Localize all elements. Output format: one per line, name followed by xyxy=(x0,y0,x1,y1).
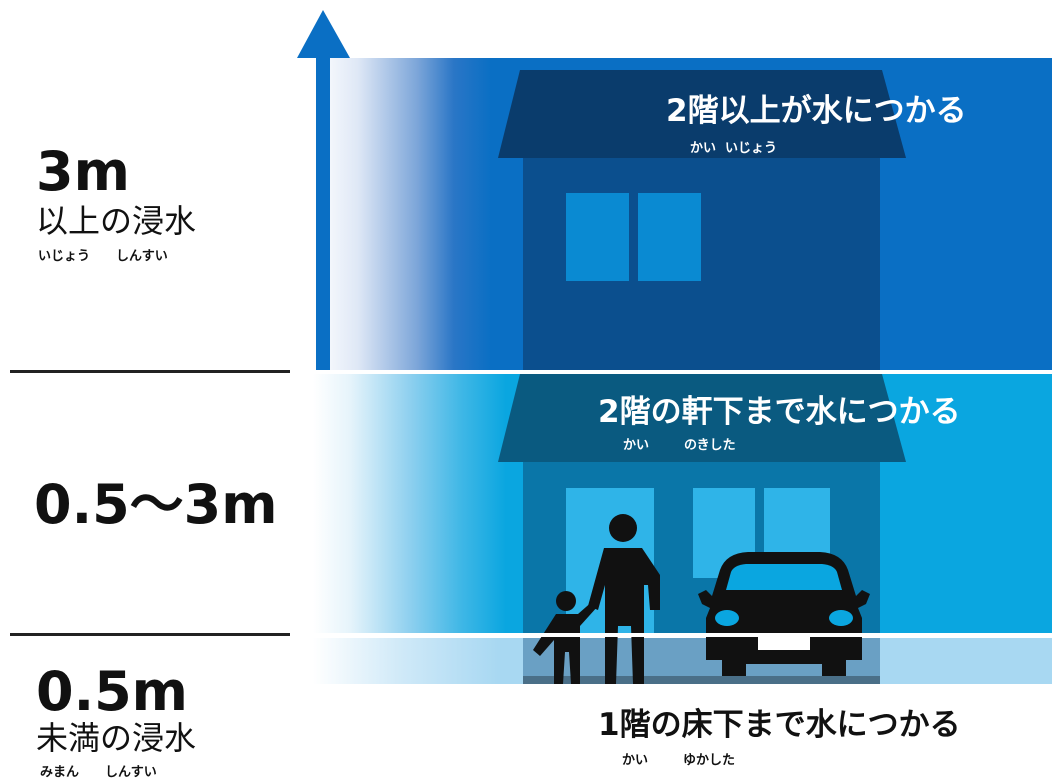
level-top-value: 3m xyxy=(36,140,130,203)
caption-middle-ruby: かい のきした xyxy=(623,438,736,453)
band-divider-upper xyxy=(313,370,1052,374)
level-bottom-value: 0.5m xyxy=(36,660,188,723)
level-separator-upper xyxy=(10,370,290,373)
caption-top-ruby: かい いじょう xyxy=(690,141,778,156)
level-separator-lower xyxy=(10,633,290,636)
caption-bottom: 1階の床下まで水につかる xyxy=(598,707,961,743)
level-middle-value: 0.5〜3m xyxy=(34,473,278,536)
level-top-label: 以上の浸水 xyxy=(36,202,197,240)
caption-bottom-ruby: かい ゆかした xyxy=(622,753,736,768)
car-icon xyxy=(698,552,870,676)
caption-top: 2階以上が水につかる xyxy=(666,93,967,129)
level-top-ruby: いじょう しんすい xyxy=(38,249,168,264)
adult-icon xyxy=(588,514,660,684)
child-icon xyxy=(533,591,598,684)
caption-middle: 2階の軒下まで水につかる xyxy=(598,394,961,430)
band-divider-lower xyxy=(313,633,1052,637)
level-bottom-label: 未満の浸水 xyxy=(36,719,197,757)
house-icon xyxy=(498,70,906,684)
up-arrow-icon xyxy=(297,10,350,372)
level-bottom-ruby: みまん しんすい xyxy=(40,765,157,780)
